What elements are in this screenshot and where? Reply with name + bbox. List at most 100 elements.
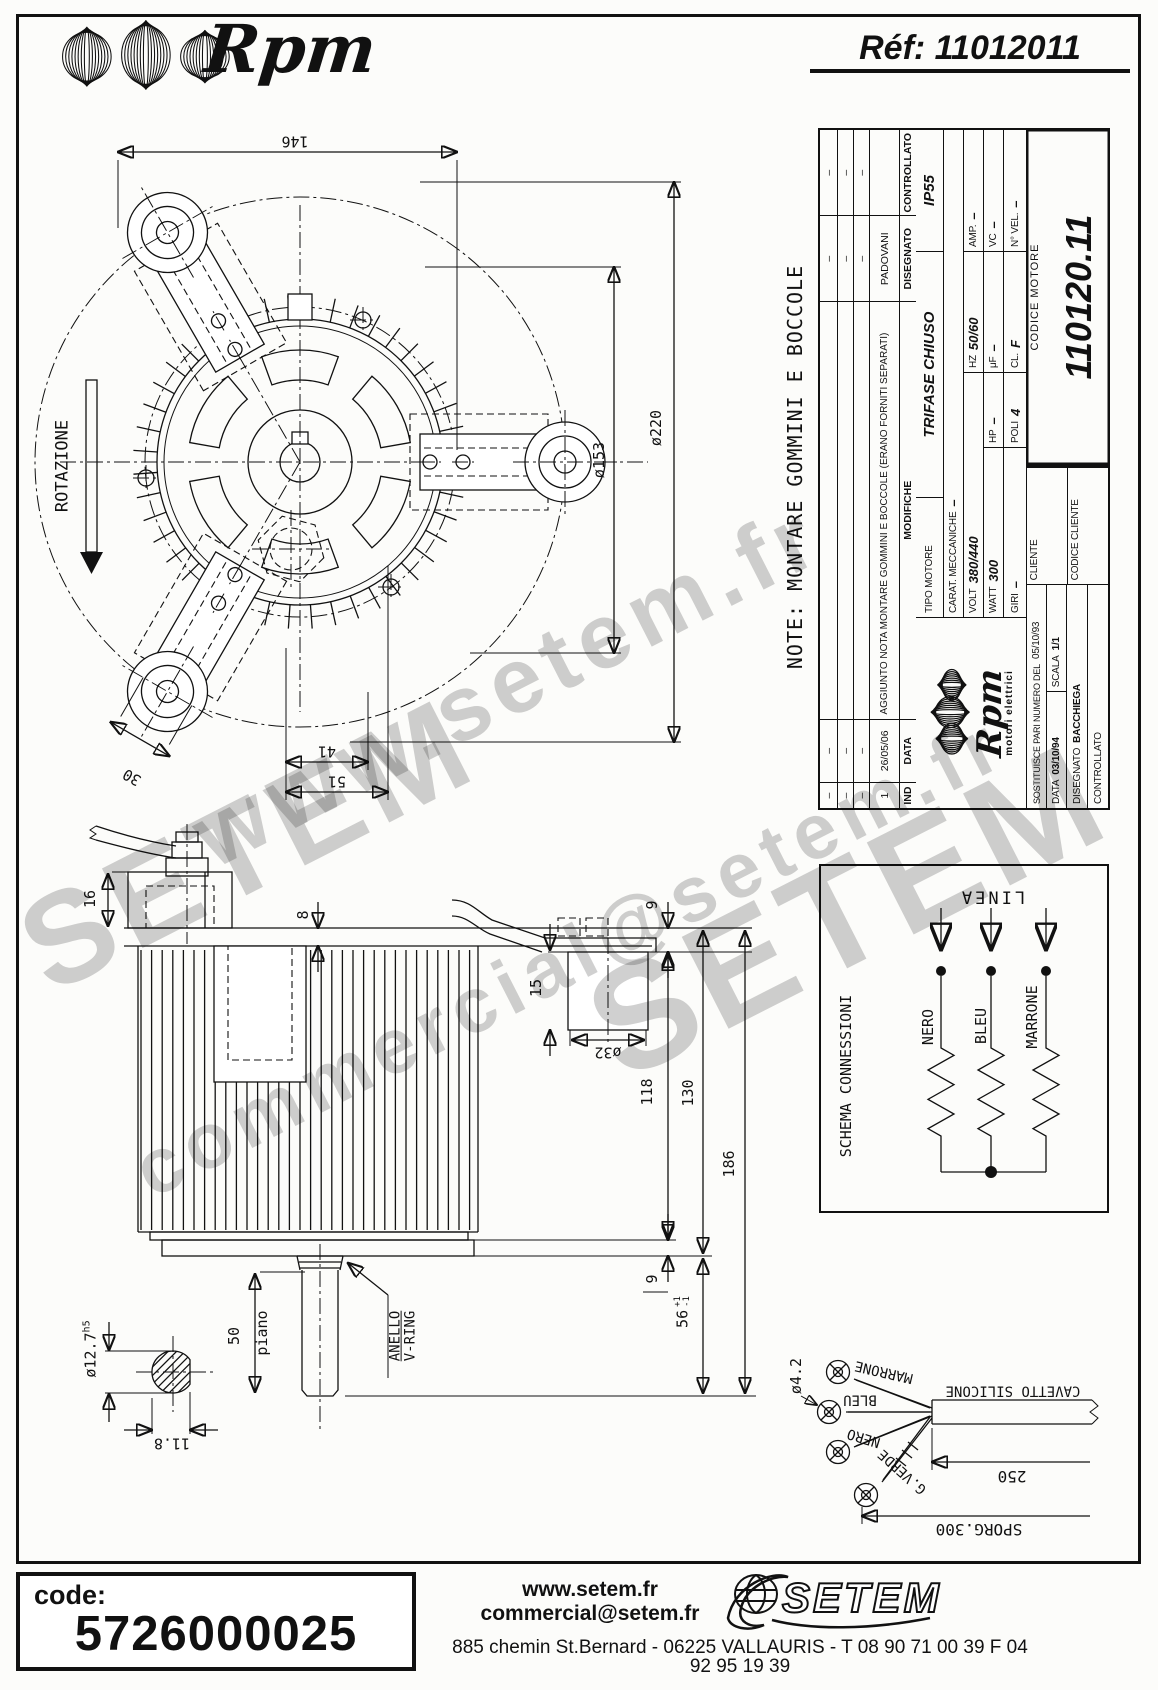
dim-130: 130 <box>678 1079 697 1107</box>
volt-value: 380/440 <box>966 536 981 584</box>
watt-label: WATT <box>988 586 999 613</box>
ip-rating: IP55 <box>921 175 938 206</box>
rev-cell: PADOVANI <box>870 215 899 301</box>
dim-9-bottom: 9 <box>642 1274 661 1284</box>
gland-boss <box>213 945 307 1083</box>
front-view <box>34 152 681 800</box>
hex-detail <box>257 515 325 583</box>
rev-header: MODIFICHE <box>900 300 916 719</box>
disegnato-label: DISEGNATO <box>1071 747 1083 804</box>
rev-cell: 26/05/06 <box>870 718 899 783</box>
dim-250: 250 <box>997 1466 1027 1486</box>
nvel-value: – <box>1007 200 1023 208</box>
connection-schema <box>819 864 1109 1213</box>
rev-cell: 1 <box>870 782 899 808</box>
rev-cell: – <box>854 718 869 783</box>
dim-sporg: SPORG.300 <box>935 1519 1023 1539</box>
dim-pitch1: ø153 <box>589 441 608 479</box>
uf-value: – <box>986 344 1001 352</box>
data-value: 03/10/94 <box>1051 737 1062 775</box>
vc-label: VC <box>988 233 999 248</box>
amp-label: AMP. <box>968 224 979 247</box>
tb-rpm-script: Rpm <box>969 666 1010 760</box>
poli-label: POLI <box>1009 421 1021 443</box>
vent-slots <box>188 349 412 575</box>
cable-bleu: BLEU <box>843 1391 877 1408</box>
rev-cell <box>870 130 899 215</box>
rev-cell <box>820 300 837 719</box>
schema-linea: LINEA <box>958 886 1026 907</box>
rev-note: AGGIUNTO NOTA MONTARE GOMMINI E BOCCOLE … <box>870 300 899 719</box>
hp-value: – <box>986 417 1001 425</box>
codice-motore-label: CODICE MOTORE <box>1029 243 1041 351</box>
bolt-holes <box>133 307 404 600</box>
dim-16: 16 <box>80 889 99 909</box>
tipo-value: TRIFASE CHIUSO <box>921 311 938 438</box>
amp-value: – <box>966 212 981 220</box>
dim-15: 15 <box>526 978 545 998</box>
footer-contacts: www.setem.fr commercial@setem.fr <box>450 1578 730 1626</box>
rev-cell: – <box>838 718 853 783</box>
dim-50: 50 <box>224 1326 243 1346</box>
note-text: NOTE: MONTARE GOMMINI E BOCCOLE <box>783 264 807 670</box>
data-label: DATA <box>1051 779 1062 804</box>
cl-value: F <box>1007 340 1023 349</box>
tipo-label: TIPO MOTORE <box>924 545 935 613</box>
schema-title: SCHEMA CONNESSIONI <box>836 994 855 1158</box>
uf-label: μF <box>988 356 999 368</box>
watt-value: 300 <box>986 559 1001 582</box>
giri-label: GIRI <box>1009 593 1021 613</box>
rev-cell <box>838 300 853 719</box>
dim-9-top: 9 <box>642 900 661 910</box>
hp-label: HP <box>988 429 999 444</box>
dim-186: 186 <box>719 1150 738 1178</box>
code-value: 5726000025 <box>74 1607 358 1661</box>
dim-pitch2: ø220 <box>646 409 665 447</box>
dim-32: ø32 <box>594 1043 622 1062</box>
rev-cell: – <box>820 718 837 783</box>
dim-118: 118 <box>637 1078 656 1106</box>
side-fins <box>140 950 471 1230</box>
title-block: – – – – – – – – – – – <box>818 128 1110 810</box>
rev-header: IND <box>900 782 916 808</box>
rev-cell: – <box>855 169 868 176</box>
setem-logo: SETEM <box>726 1573 942 1630</box>
title-block-logo: Rpm motori elettrici <box>916 617 1026 808</box>
code-box: code: 5726000025 <box>16 1572 416 1671</box>
scala-label: SCALA <box>1051 655 1062 688</box>
wire-bleu: BLEU <box>971 1007 990 1045</box>
vc-value: – <box>986 221 1001 229</box>
rev-cell: – <box>854 782 869 808</box>
controllato-label: CONTROLLATO <box>1093 732 1104 804</box>
rev-header: CONTROLLATO <box>902 132 914 213</box>
carat-value: – <box>946 499 961 507</box>
carat-label: CARAT. MECCANICHE <box>948 511 959 613</box>
codice-motore-value: 110120.11 <box>1058 214 1099 380</box>
disegnato-value: BACCHIEGA <box>1071 684 1083 743</box>
rev-cell: – <box>838 215 853 301</box>
wire-marrone: MARRONE <box>1022 985 1041 1049</box>
revision-table: – – – – – – – – – – – <box>820 130 916 808</box>
rev-cell: – <box>820 782 837 808</box>
poli-value: 4 <box>1007 408 1023 416</box>
mounting-arm-lower <box>95 530 291 764</box>
rotation-label: ROTAZIONE <box>52 419 73 513</box>
rev-cell: – <box>820 215 837 301</box>
rotation-arrow <box>85 379 98 553</box>
foot-boss <box>567 951 649 1031</box>
setem-logo-text: SETEM <box>782 1574 942 1621</box>
rev-cell: – <box>854 215 869 301</box>
dim-shaft-dia: ø12.7h5 <box>81 1320 100 1378</box>
cable-terminal-dia: ø4.2 <box>786 1357 805 1395</box>
footer-address: 885 chemin St.Bernard - 06225 VALLAURIS … <box>452 1637 1028 1677</box>
side-dimensions <box>105 871 756 1434</box>
sheet-border <box>16 14 1141 1564</box>
sostituisce-date: 05/10/93 <box>1031 621 1042 660</box>
cable-detail <box>800 1359 1099 1524</box>
volt-label: VOLT <box>968 588 979 613</box>
mounting-arm-upper <box>95 160 291 394</box>
front-dimensions <box>80 152 681 800</box>
cable-sheath-label: CAVETTO SILICONE <box>945 1382 1081 1399</box>
